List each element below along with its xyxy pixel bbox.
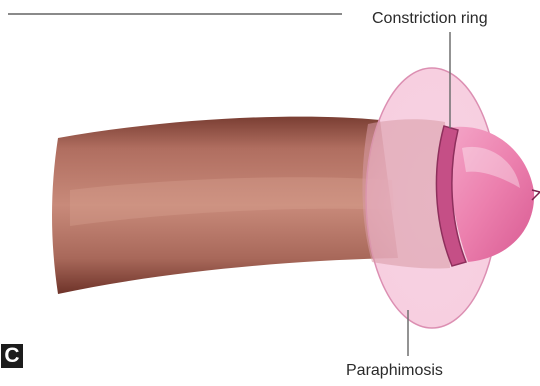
constriction-ring-label: Constriction ring	[372, 10, 488, 28]
panel-letter-badge: C	[1, 344, 23, 368]
paraphimosis-label: Paraphimosis	[346, 362, 443, 380]
